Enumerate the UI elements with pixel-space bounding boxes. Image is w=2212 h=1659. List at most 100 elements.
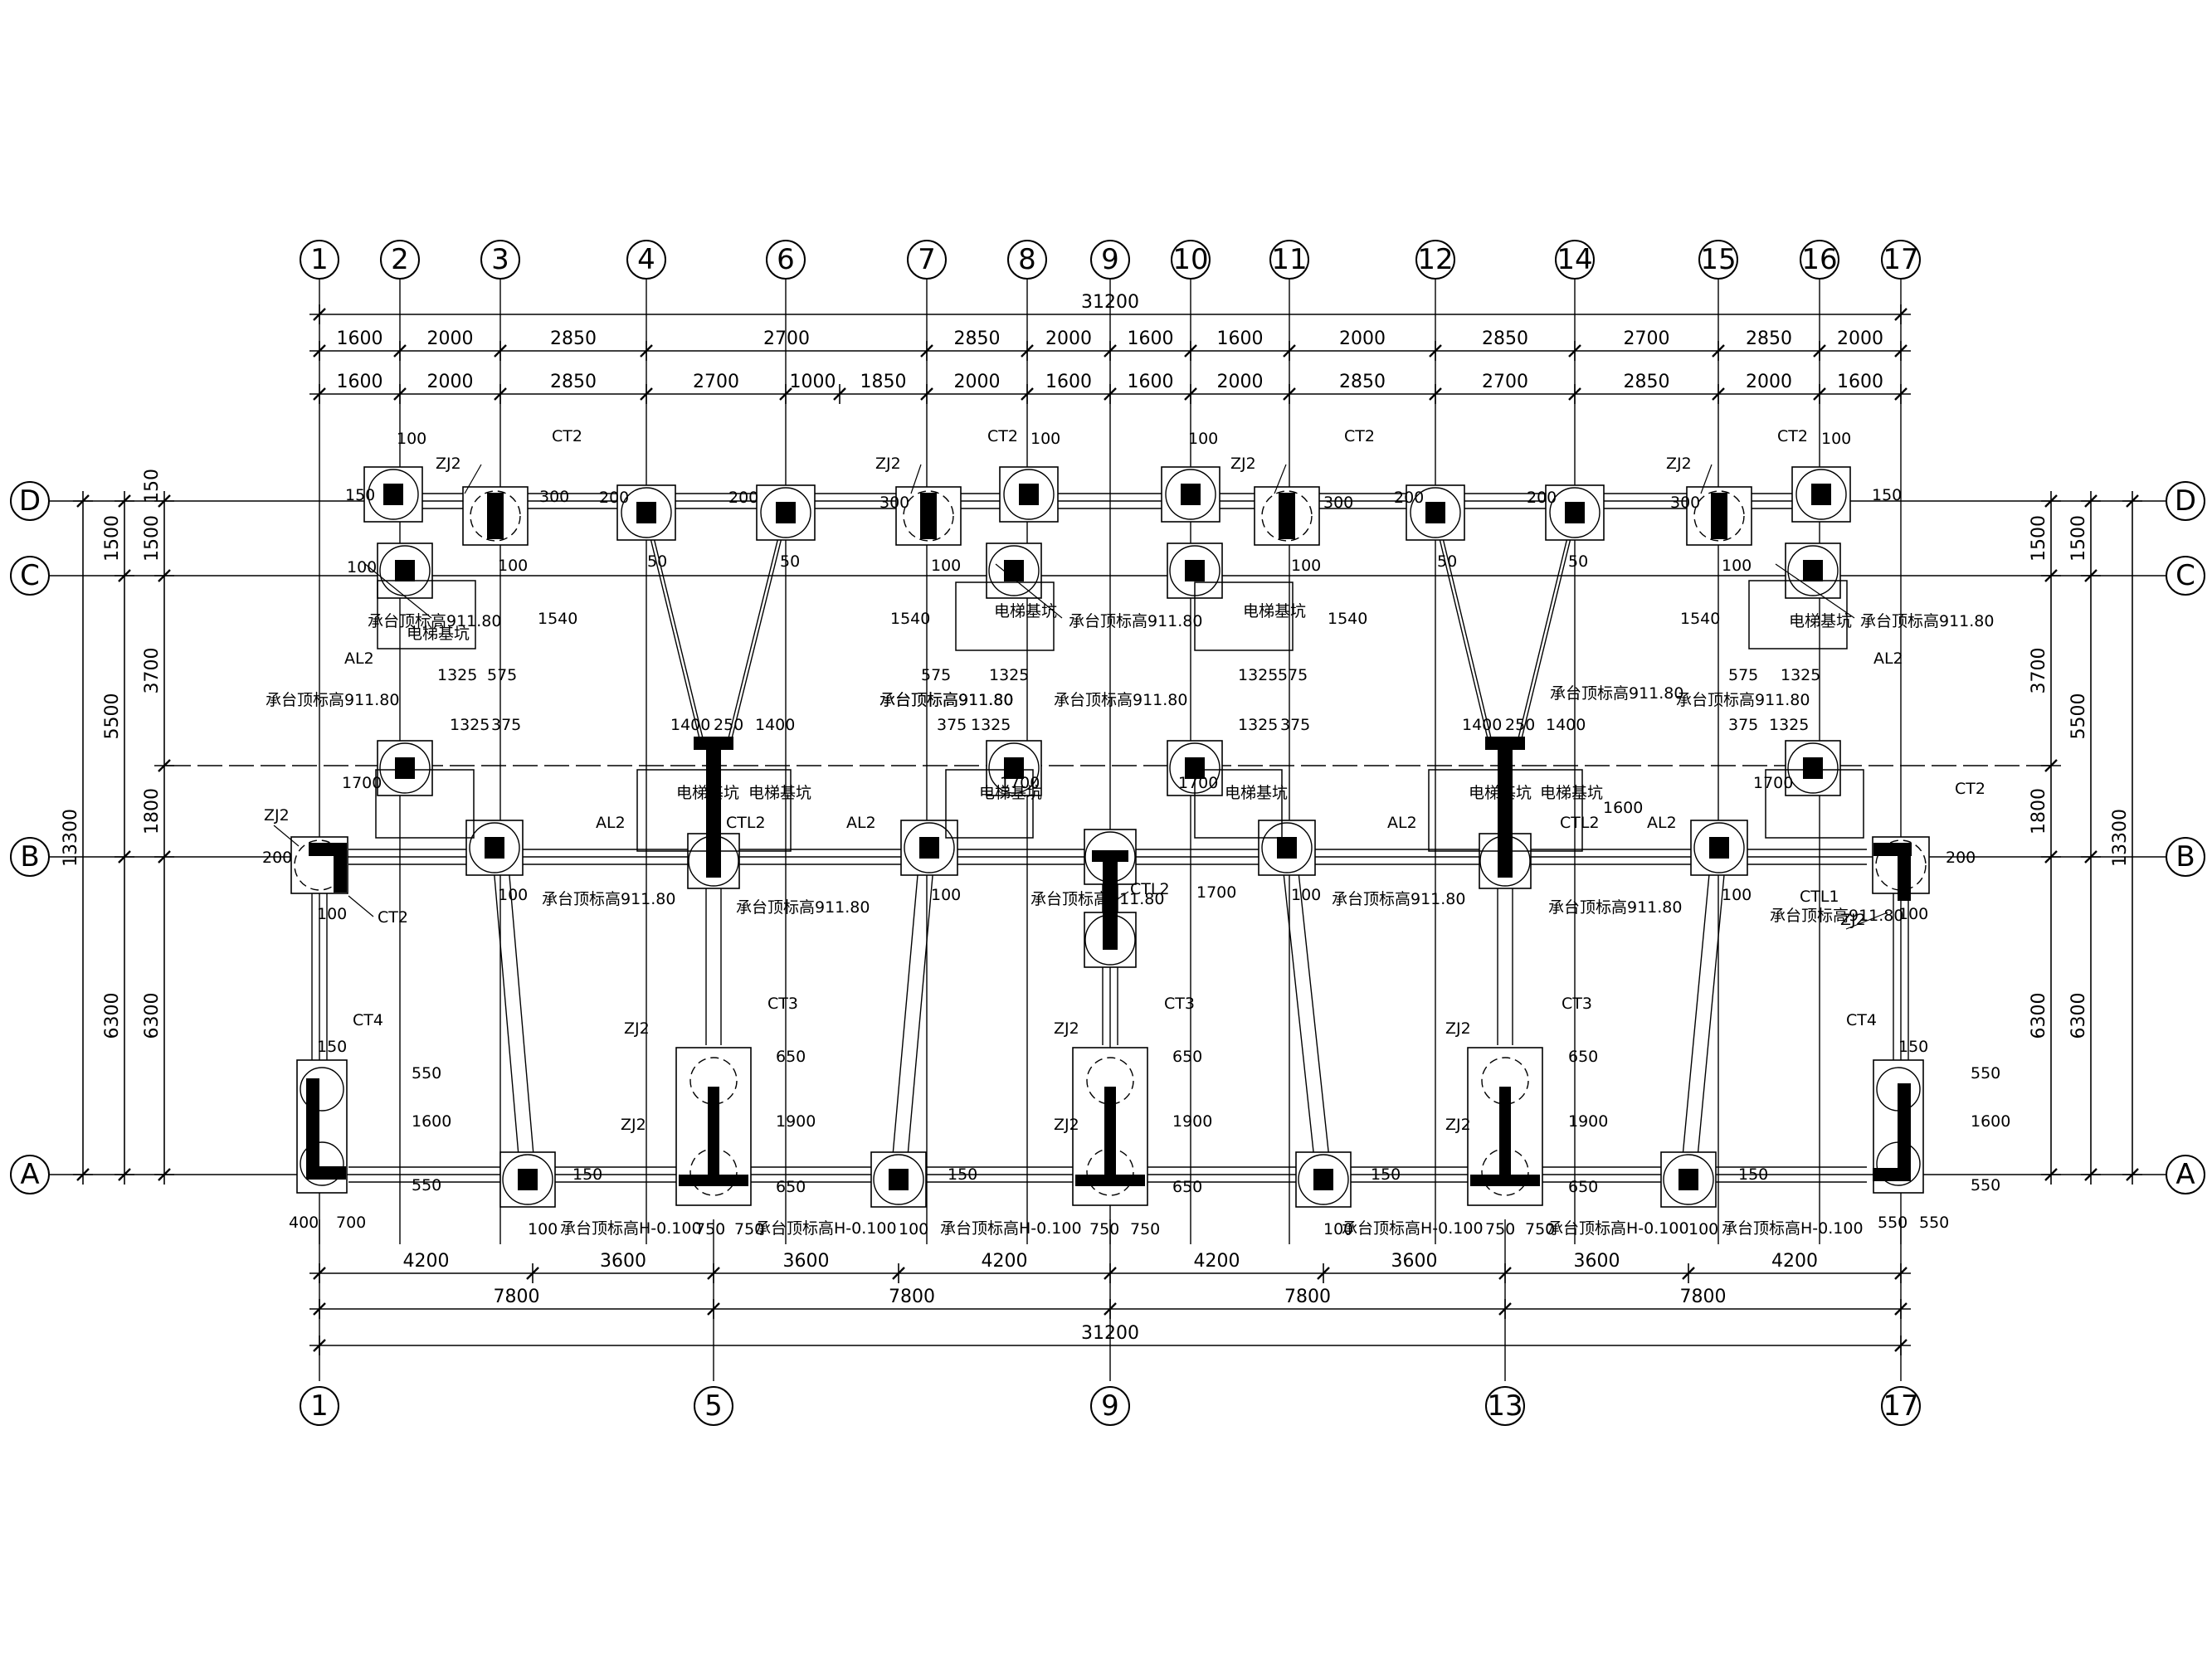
leader-line-3 bbox=[1700, 464, 1713, 494]
dim-top-row1-text-10: 2700 bbox=[1624, 328, 1670, 349]
small-dim-82: 550 bbox=[1878, 1214, 1907, 1232]
ct3-label-0: CT3 bbox=[767, 995, 798, 1013]
ct3-label-1: CT3 bbox=[1164, 995, 1195, 1013]
beam-diag-2-a bbox=[1281, 857, 1317, 1176]
dim-bottom-row1-text-3: 4200 bbox=[982, 1251, 1028, 1272]
dim-top-row1-text-3: 2700 bbox=[763, 328, 810, 349]
small-dim-17: 100 bbox=[1291, 557, 1321, 575]
axis-bubble-left-D: D bbox=[10, 481, 50, 521]
ctl2-side-label-0: CTL2 bbox=[726, 814, 766, 832]
axis-bubble-top-9-circle bbox=[1090, 240, 1130, 280]
cap-d-1-column bbox=[636, 502, 656, 523]
cap-d-big-3-pile bbox=[1693, 490, 1745, 542]
zj2-label-5: ZJ2 bbox=[1840, 911, 1866, 929]
cap-ct3-2-pile-top bbox=[1481, 1057, 1529, 1105]
cap-d-6-column bbox=[1565, 502, 1585, 523]
dim-bottom-row1-text-2: 3600 bbox=[783, 1251, 830, 1272]
cap-ct3-2-flange bbox=[1470, 1175, 1540, 1186]
cap-b-corner-1-pile bbox=[1875, 839, 1927, 891]
axis-bubble-bottom-9-circle bbox=[1090, 1386, 1130, 1426]
dim-right-mid-text-1: 5500 bbox=[2068, 693, 2089, 740]
dim-top-row2-text-10: 2850 bbox=[1339, 372, 1386, 392]
beam-diag-0-b bbox=[507, 856, 536, 1175]
zj2-label-7: ZJ2 bbox=[624, 1019, 650, 1038]
axis-bubble-top-12-circle bbox=[1415, 240, 1455, 280]
cap-ctl2-1-flange bbox=[1485, 737, 1525, 750]
small-dim-55: 200 bbox=[262, 849, 292, 867]
dim-left-inner-text-3: 6300 bbox=[142, 993, 163, 1039]
small-dim-53: 1700 bbox=[1196, 883, 1236, 902]
dim-right-inner-text-2: 1800 bbox=[2029, 788, 2049, 834]
cap-b-0-pile bbox=[469, 822, 520, 873]
axis-bubble-top-2-label: 2 bbox=[391, 243, 409, 276]
cap-d-6-outline bbox=[1545, 484, 1605, 541]
small-dim-56: 200 bbox=[1946, 849, 1976, 867]
cap-elev-label-2: 承台顶标高911.80 bbox=[542, 890, 675, 908]
axis-bubble-right-B-circle bbox=[2166, 837, 2205, 877]
leader-line-7 bbox=[273, 825, 300, 847]
small-dim-6: 300 bbox=[539, 488, 569, 506]
axis-bubble-top-8-label: 8 bbox=[1018, 243, 1036, 276]
dim-bottom-row1-text-0: 4200 bbox=[403, 1251, 450, 1272]
dim-top-row1-text-8: 2000 bbox=[1339, 328, 1386, 349]
dim-top-row1-text-6: 1600 bbox=[1128, 328, 1174, 349]
small-dim-5: 150 bbox=[1872, 486, 1902, 504]
small-dim-92: 100 bbox=[1323, 1220, 1353, 1238]
cap-a-0-pile bbox=[502, 1154, 553, 1205]
cap-elev-low-label-1: 承台顶标高H-0.100 bbox=[755, 1219, 897, 1238]
ct4-label-0: CT4 bbox=[353, 1011, 383, 1029]
dim-bottom-row1-text-6: 3600 bbox=[1574, 1251, 1620, 1272]
leader-line-1 bbox=[910, 464, 922, 494]
small-dim-37: 375 bbox=[937, 716, 967, 734]
small-dim-59: 100 bbox=[931, 886, 961, 904]
axis-bubble-top-17-label: 17 bbox=[1883, 243, 1918, 276]
dim-top-row1-text-4: 2850 bbox=[954, 328, 1001, 349]
cap-c-2-column bbox=[1185, 560, 1205, 581]
dim-right-mid-text-2: 6300 bbox=[2068, 993, 2089, 1039]
small-dim-25: 1540 bbox=[1328, 610, 1367, 628]
cap-elev-label-9: 承台顶标高911.80 bbox=[1332, 890, 1465, 908]
dim-top-row2-text-7: 1600 bbox=[1045, 372, 1092, 392]
axis-bubble-top-14-label: 14 bbox=[1557, 243, 1592, 276]
cap-a-2-pile bbox=[1298, 1154, 1349, 1205]
small-dim-35: 1325 bbox=[450, 716, 490, 734]
elevator-pit-1 bbox=[955, 581, 1055, 651]
axis-bubble-top-14-circle bbox=[1555, 240, 1595, 280]
axis-bubble-top-8-circle bbox=[1007, 240, 1047, 280]
cap-d-big-2-column bbox=[1279, 493, 1295, 539]
cap-b-corner-1-stem bbox=[1898, 843, 1911, 901]
axis-bubble-bottom-5-label: 5 bbox=[704, 1389, 723, 1423]
ctl2-side-label-1: CTL2 bbox=[1560, 814, 1600, 832]
cap-b-3-pile bbox=[1693, 822, 1745, 873]
cap-ct3-0-web bbox=[708, 1087, 719, 1182]
small-dim-4: 150 bbox=[345, 486, 375, 504]
cap-d-6 bbox=[1545, 484, 1605, 541]
axis-bubble-top-4-label: 4 bbox=[637, 243, 655, 276]
elevator-pit-6 bbox=[945, 769, 1034, 839]
small-dim-73: 650 bbox=[776, 1178, 806, 1196]
cap-c-1-pile bbox=[988, 545, 1040, 596]
dim-top-row2-text-11: 2700 bbox=[1482, 372, 1528, 392]
beam-diag-1-b bbox=[905, 857, 935, 1175]
small-dim-20: 50 bbox=[780, 552, 800, 571]
beam-diag-3-b bbox=[1695, 857, 1727, 1175]
small-dim-18: 100 bbox=[1722, 557, 1752, 575]
small-dim-51: 1700 bbox=[1178, 774, 1218, 792]
axis-bubble-top-7: 7 bbox=[907, 240, 947, 280]
small-dim-24: 1540 bbox=[890, 610, 930, 628]
small-dim-46: 1400 bbox=[1462, 716, 1502, 734]
small-dim-12: 200 bbox=[1394, 489, 1424, 507]
cap-d-2-column bbox=[776, 502, 796, 523]
small-dim-38: 1325 bbox=[971, 716, 1011, 734]
axis-bubble-bottom-13-circle bbox=[1485, 1386, 1525, 1426]
dim-top-row2-text-6: 2000 bbox=[954, 372, 1001, 392]
beam-v-2-b bbox=[1436, 513, 1492, 738]
cap-ctl2-mid-stem bbox=[1103, 850, 1118, 950]
pit-label-6: 电梯基坑 bbox=[1469, 784, 1532, 802]
zj2-label-2: ZJ2 bbox=[1230, 455, 1256, 473]
axis-bubble-right-A: A bbox=[2166, 1155, 2205, 1194]
small-dim-31: 1325 bbox=[1238, 666, 1278, 684]
cap-elev-label-6: 承台顶标高911.80 bbox=[879, 691, 1013, 709]
small-dim-0: 100 bbox=[397, 430, 426, 448]
elevator-pit-7 bbox=[1194, 769, 1283, 839]
